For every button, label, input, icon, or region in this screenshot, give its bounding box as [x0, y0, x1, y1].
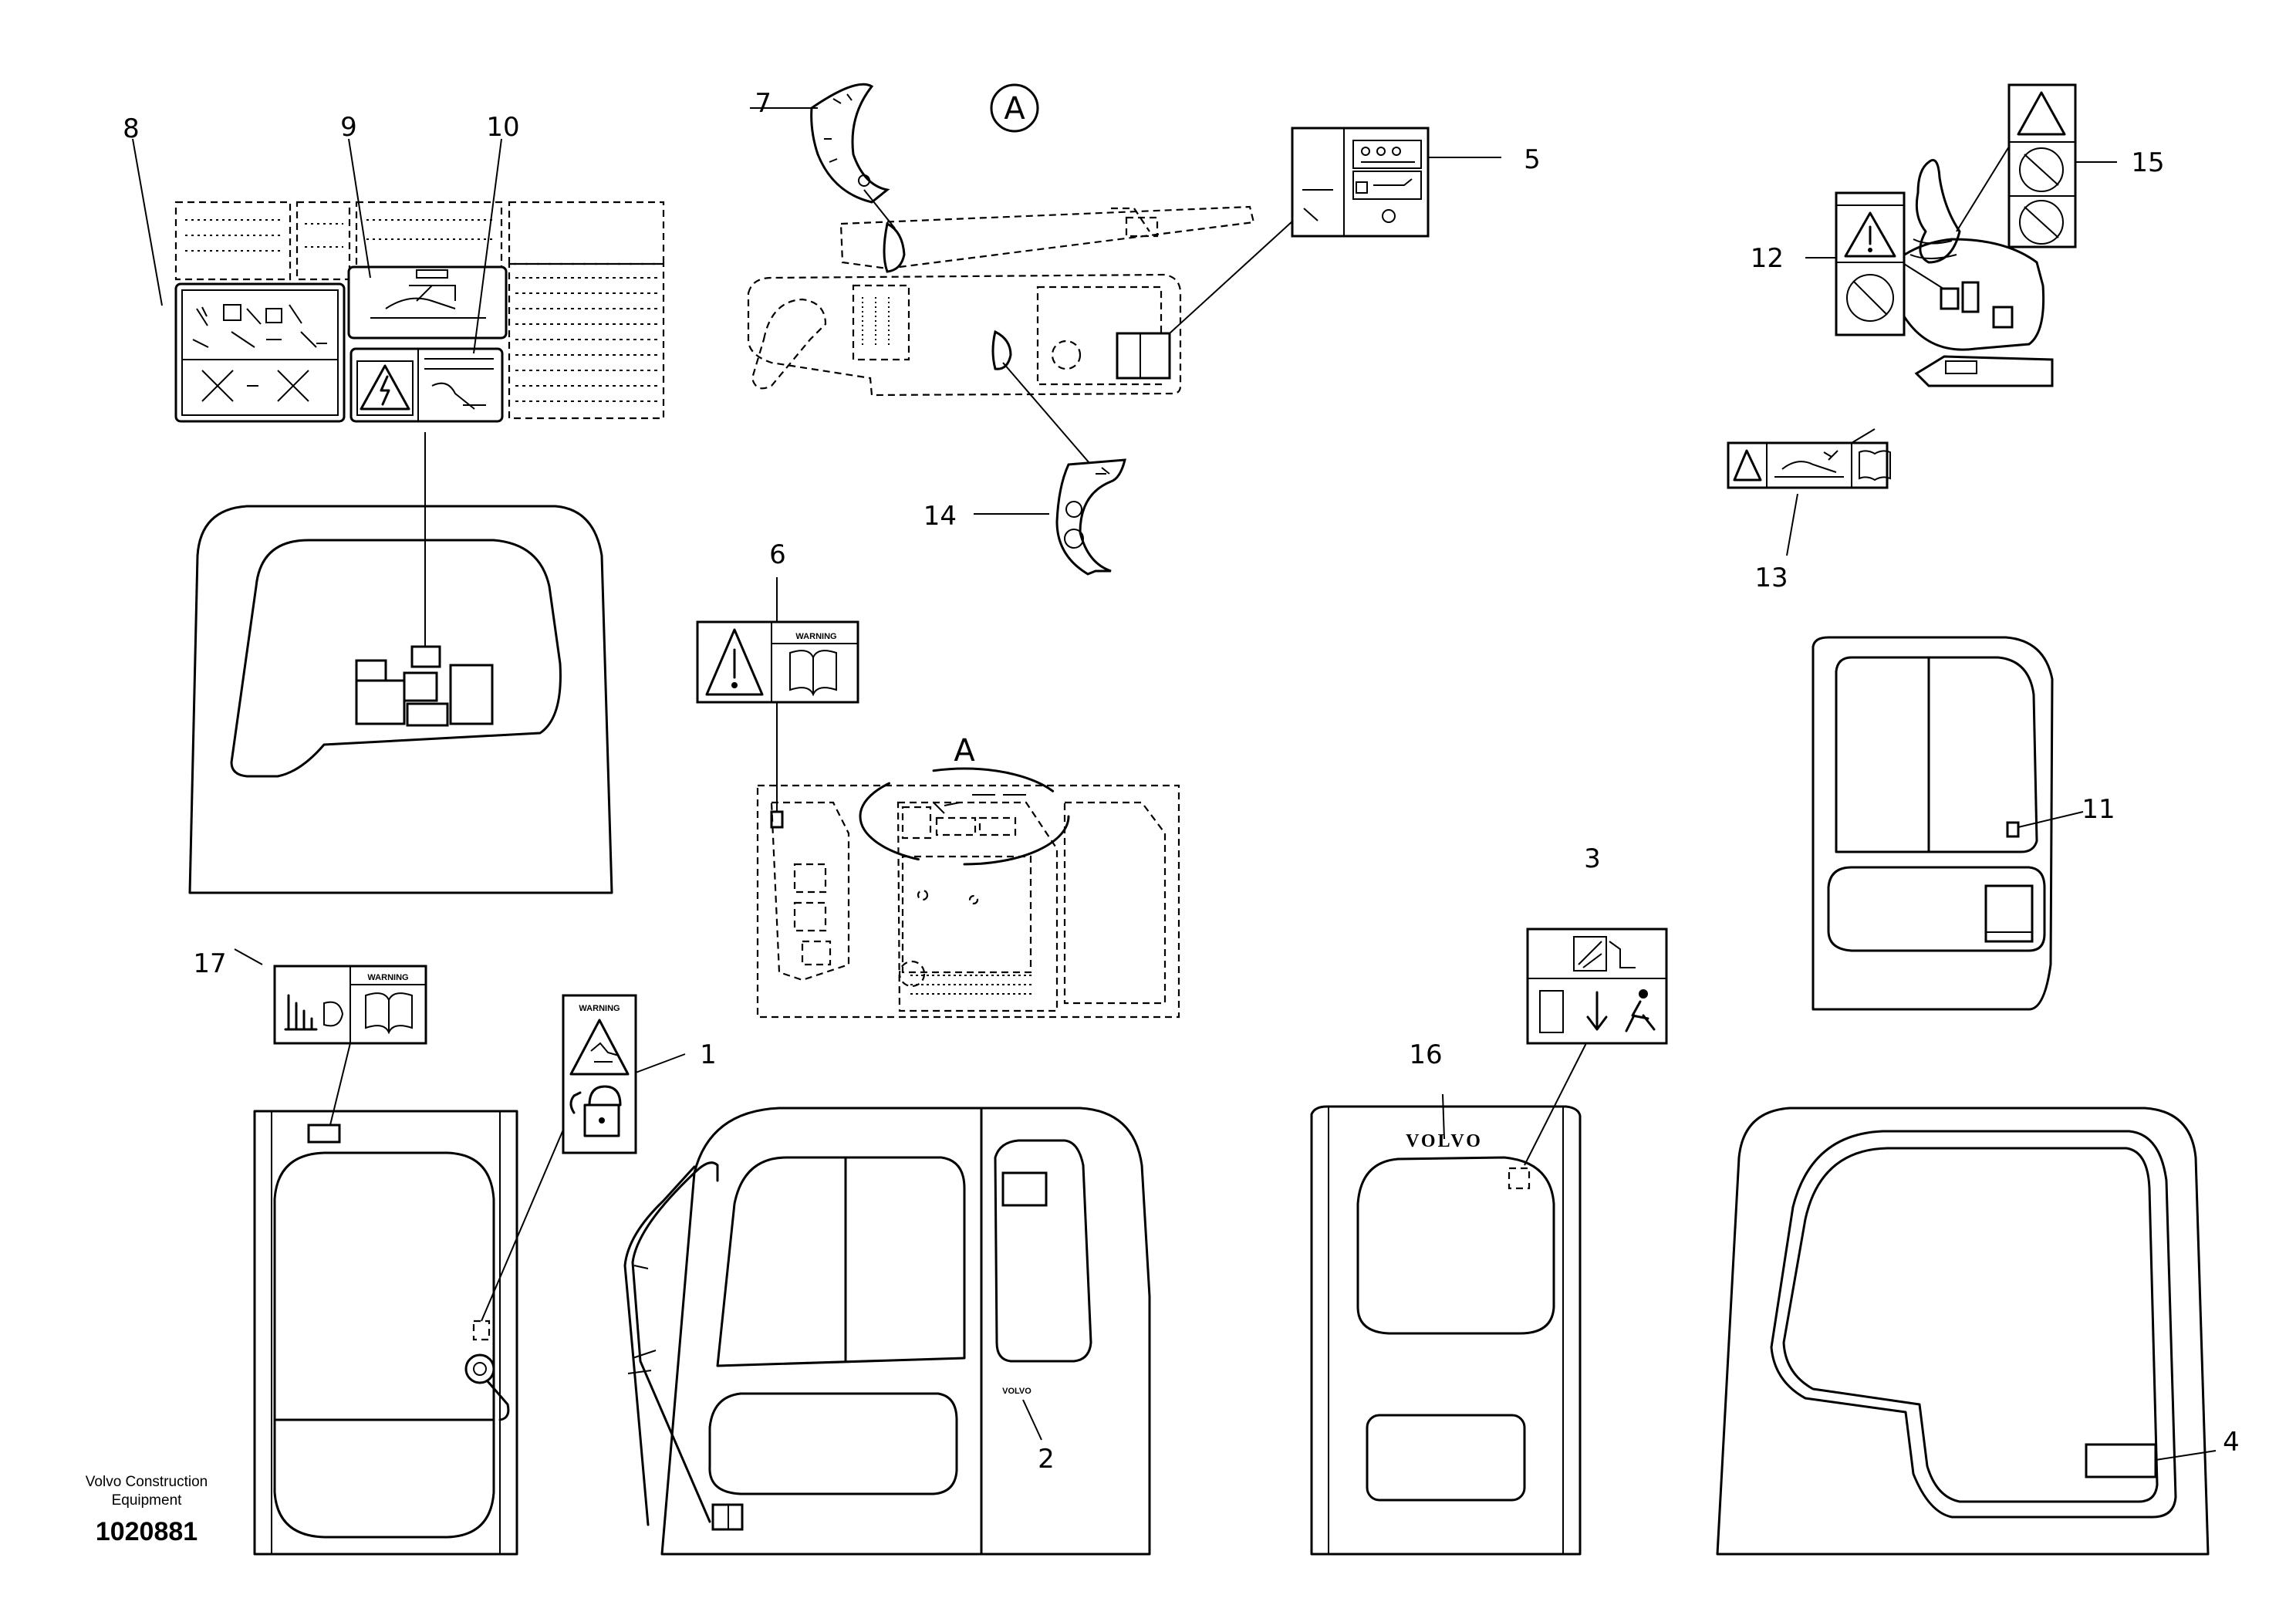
- callout-16: 16: [1409, 1039, 1442, 1070]
- decal-10: [349, 347, 504, 423]
- callout-2: 2: [1038, 1444, 1055, 1475]
- decal-9: [347, 265, 508, 340]
- callout-13: 13: [1754, 563, 1788, 593]
- cab-back-view: VOLVO: [1310, 928, 1668, 1556]
- decal-group-8-9-10: [174, 201, 665, 647]
- view-a-detail: A: [747, 83, 1430, 576]
- callout-9: 9: [340, 112, 357, 143]
- decal-14: [1055, 458, 1126, 576]
- callout-5: 5: [1524, 144, 1541, 175]
- door-right-view: [1811, 636, 2084, 1011]
- volvo-brand-text: VOLVO: [1406, 1131, 1483, 1151]
- decal-17-warning-text: WARNING: [367, 973, 408, 982]
- decal-7: [810, 83, 890, 204]
- callout-14: 14: [923, 501, 957, 532]
- callout-6: 6: [769, 539, 786, 570]
- company-name-line2: Equipment: [112, 1492, 183, 1509]
- cab-side-view: VOLVO: [623, 1107, 1151, 1556]
- callout-10: 10: [486, 112, 519, 143]
- view-a-marker: A: [954, 733, 975, 769]
- view-label: A: [1004, 91, 1025, 127]
- callout-8: 8: [123, 113, 140, 144]
- callout-17: 17: [193, 948, 226, 979]
- cab-brand-small: VOLVO: [1002, 1387, 1032, 1396]
- callout-11: 11: [2082, 794, 2115, 825]
- floor-plan-view: WARNING A: [696, 577, 1180, 1019]
- drawing-ref-number: 1020881: [96, 1517, 198, 1546]
- callout-12: 12: [1751, 243, 1784, 274]
- decal-8: [174, 282, 346, 423]
- cab-top-view: [188, 505, 613, 894]
- callout-3: 3: [1584, 843, 1601, 874]
- decal-1-warning-text: WARNING: [579, 1004, 620, 1013]
- callout-4: 4: [2223, 1427, 2240, 1458]
- callout-1: 1: [700, 1039, 717, 1070]
- callout-leaders: [132, 107, 1501, 515]
- callout-15: 15: [2131, 147, 2164, 178]
- door-far-right-view: [1716, 1107, 2217, 1556]
- callout-numbers: 7 8 9 10 5 15 12 13 14 6 11 3 17 1 16 2 …: [123, 88, 2240, 1475]
- callout-7: 7: [755, 88, 772, 119]
- decal-6-warning-text: WARNING: [795, 632, 836, 641]
- decal-12: [1835, 191, 1906, 336]
- title-block: Volvo Construction Equipment 1020881: [86, 1474, 208, 1546]
- company-name-line1: Volvo Construction: [86, 1474, 208, 1490]
- joystick-group: [1727, 83, 2117, 556]
- door-left-view: WARNING WARNING: [234, 948, 686, 1556]
